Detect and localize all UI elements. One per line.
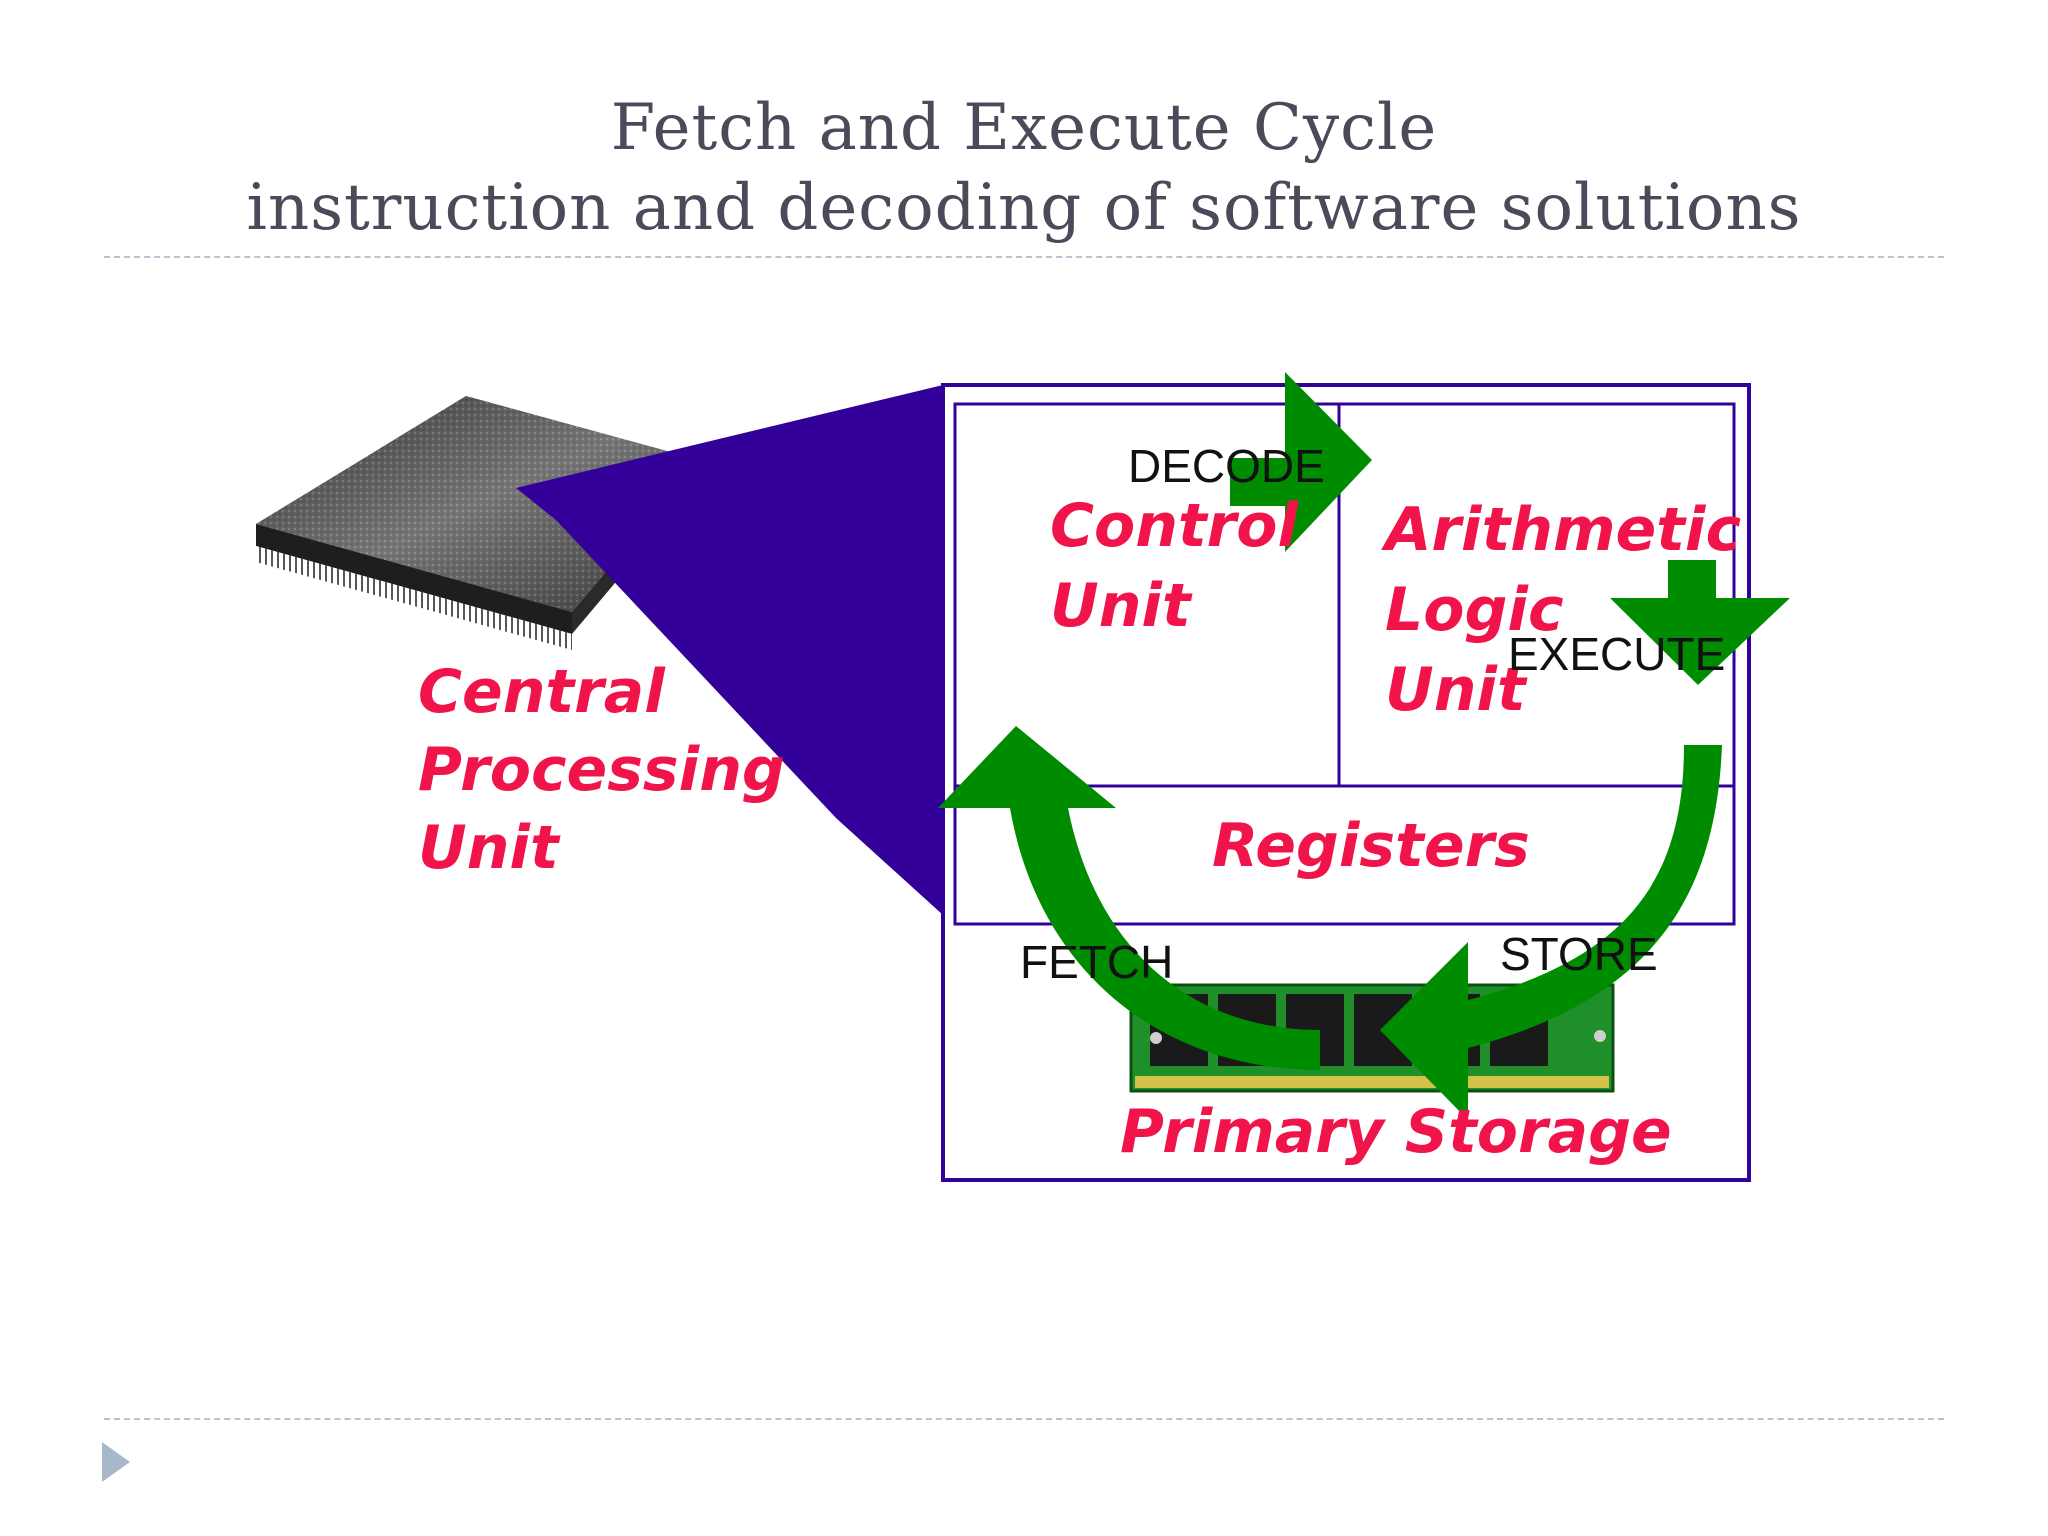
control-unit-label-line-1: Control xyxy=(1050,491,1299,561)
title-line-2: instruction and decoding of software sol… xyxy=(246,171,1802,245)
decode-arrow xyxy=(1230,372,1372,552)
fetch-arrow xyxy=(938,726,1320,1070)
store-arrow xyxy=(1380,745,1722,1120)
execute-step-label: EXECUTE xyxy=(1508,628,1725,680)
cpu-label-line-2: Processing xyxy=(418,735,785,805)
fetch-step-label: FETCH xyxy=(1020,936,1173,988)
title-line-1: Fetch and Execute Cycle xyxy=(610,91,1438,165)
primary-storage-label: Primary Storage xyxy=(1120,1097,1672,1167)
cpu-label-line-1: Central xyxy=(418,657,666,727)
alu-label-line-2: Logic xyxy=(1385,575,1564,645)
cycle-arrows xyxy=(938,372,1790,1120)
slide-title: Fetch and Execute Cycle instruction and … xyxy=(0,88,2048,248)
control-unit-label-line-2: Unit xyxy=(1050,571,1193,641)
cpu-label-line-3: Unit xyxy=(418,813,561,883)
execute-arrow xyxy=(1610,560,1790,685)
cpu-label: Central Processing Unit xyxy=(418,657,806,883)
alu-label-line-1: Arithmetic xyxy=(1381,495,1741,565)
registers-label: Registers xyxy=(1212,811,1530,881)
triangle-right-icon xyxy=(102,1442,130,1482)
store-step-label: STORE xyxy=(1500,928,1658,980)
control-unit-label: Control Unit xyxy=(1050,491,1319,641)
alu-label-line-3: Unit xyxy=(1385,655,1528,725)
alu-label: Arithmetic Logic Unit xyxy=(1381,495,1762,725)
zoom-wedge xyxy=(516,385,943,915)
footer-divider xyxy=(104,1418,1944,1420)
decode-step-label: DECODE xyxy=(1128,440,1325,492)
title-divider xyxy=(104,256,1944,258)
